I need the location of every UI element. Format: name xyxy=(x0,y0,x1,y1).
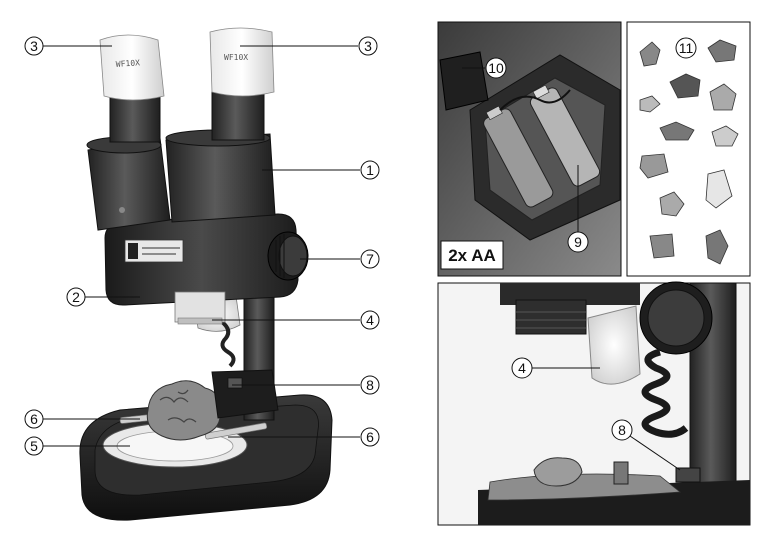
callout-number: 7 xyxy=(366,251,374,267)
callout-number: 8 xyxy=(366,377,374,393)
eyepiece-left-text: WF10X xyxy=(116,58,141,69)
specimen-sample xyxy=(707,39,737,63)
callout-specimens: 11 xyxy=(675,37,697,59)
callout-number: 2 xyxy=(72,289,80,305)
callout-switch-detail: 8 xyxy=(611,419,633,441)
detail-spring xyxy=(613,461,629,485)
specimen-sample xyxy=(659,121,695,141)
callout-objective: 2 xyxy=(66,287,86,307)
callout-number: 9 xyxy=(574,234,582,250)
specimen-sample xyxy=(705,229,729,265)
detail-objective-ridges xyxy=(516,311,586,329)
eyepiece-right xyxy=(209,27,275,97)
callout-eyepiece-right: 3 xyxy=(358,36,378,56)
battery-label-box xyxy=(440,240,504,270)
battery-leader-lines xyxy=(462,67,579,232)
led-cable xyxy=(220,320,236,368)
callout-number: 6 xyxy=(366,429,374,445)
specimen-inset xyxy=(626,21,751,277)
stage-clip xyxy=(204,422,268,440)
specimen-sample xyxy=(709,83,737,111)
battery-label: 2x AA xyxy=(448,246,496,265)
callout-number: 6 xyxy=(30,411,38,427)
lower-light-switch xyxy=(227,377,243,389)
microscope-illustration: WF10X WF10X xyxy=(79,27,333,521)
detail-leader-lines xyxy=(532,367,681,471)
specimen-sample xyxy=(639,41,661,67)
specimen-sample xyxy=(705,169,733,209)
callout-stage-clip-right: 6 xyxy=(360,427,380,447)
binocular-tube-right xyxy=(165,133,276,223)
callout-number: 8 xyxy=(618,422,626,438)
callout-battery-cover: 10 xyxy=(485,57,507,79)
battery-wires xyxy=(499,89,571,111)
eyepiece-left xyxy=(99,34,165,101)
rock-texture xyxy=(159,389,197,423)
detail-specimen xyxy=(533,457,583,487)
callout-number: 3 xyxy=(364,38,372,54)
lower-lamp-housing xyxy=(211,369,279,419)
detail-switch xyxy=(675,467,701,483)
callout-stage-plate: 5 xyxy=(24,436,44,456)
callout-number: 1 xyxy=(366,162,374,178)
callout-upper-led: 4 xyxy=(360,310,380,330)
callout-number: 4 xyxy=(366,312,374,328)
callout-eyepiece-left: 3 xyxy=(24,36,44,56)
detail-focus-knob-face xyxy=(647,289,705,347)
specimen-sample xyxy=(649,233,675,259)
brand-logo-mark xyxy=(128,243,138,259)
focus-knob-ridges xyxy=(275,234,285,278)
specimen-rock xyxy=(146,380,221,441)
specimen-sample xyxy=(669,73,701,99)
callout-battery-compartment: 9 xyxy=(567,231,589,253)
callout-number: 5 xyxy=(30,438,38,454)
brand-logo xyxy=(124,239,184,263)
specimen-samples xyxy=(639,39,739,265)
callout-focus-knob: 7 xyxy=(360,249,380,269)
callout-stage-clip-left: 6 xyxy=(24,409,44,429)
detail-objective xyxy=(515,299,587,335)
callout-lower-light-switch: 8 xyxy=(360,375,380,395)
callout-number: 4 xyxy=(518,360,526,376)
battery-inset: 2x AA xyxy=(437,21,622,277)
specimen-sample xyxy=(659,191,685,217)
objective-ring xyxy=(177,317,223,325)
objective-lens xyxy=(174,291,226,323)
battery-cell xyxy=(483,105,554,208)
battery-cover xyxy=(439,51,489,111)
head-screw xyxy=(119,207,125,213)
eyepiece-stem-right xyxy=(211,91,265,141)
callout-number: 10 xyxy=(488,60,504,76)
detail-coiled-cable xyxy=(641,348,689,438)
callout-binocular-head: 1 xyxy=(360,160,380,180)
specimen-sample xyxy=(639,95,661,113)
specimen-sample xyxy=(639,153,669,179)
detail-upper-led xyxy=(587,305,641,385)
callout-number: 11 xyxy=(679,40,694,56)
detail-inset xyxy=(437,281,751,526)
callout-number: 3 xyxy=(30,38,38,54)
specimen-sample xyxy=(711,125,739,147)
battery-cell xyxy=(529,84,601,187)
main-leader-lines xyxy=(42,45,360,447)
callout-upper-led-detail: 4 xyxy=(511,357,533,379)
focus-knob-face xyxy=(278,235,308,277)
eyepiece-right-text: WF10X xyxy=(224,53,248,62)
